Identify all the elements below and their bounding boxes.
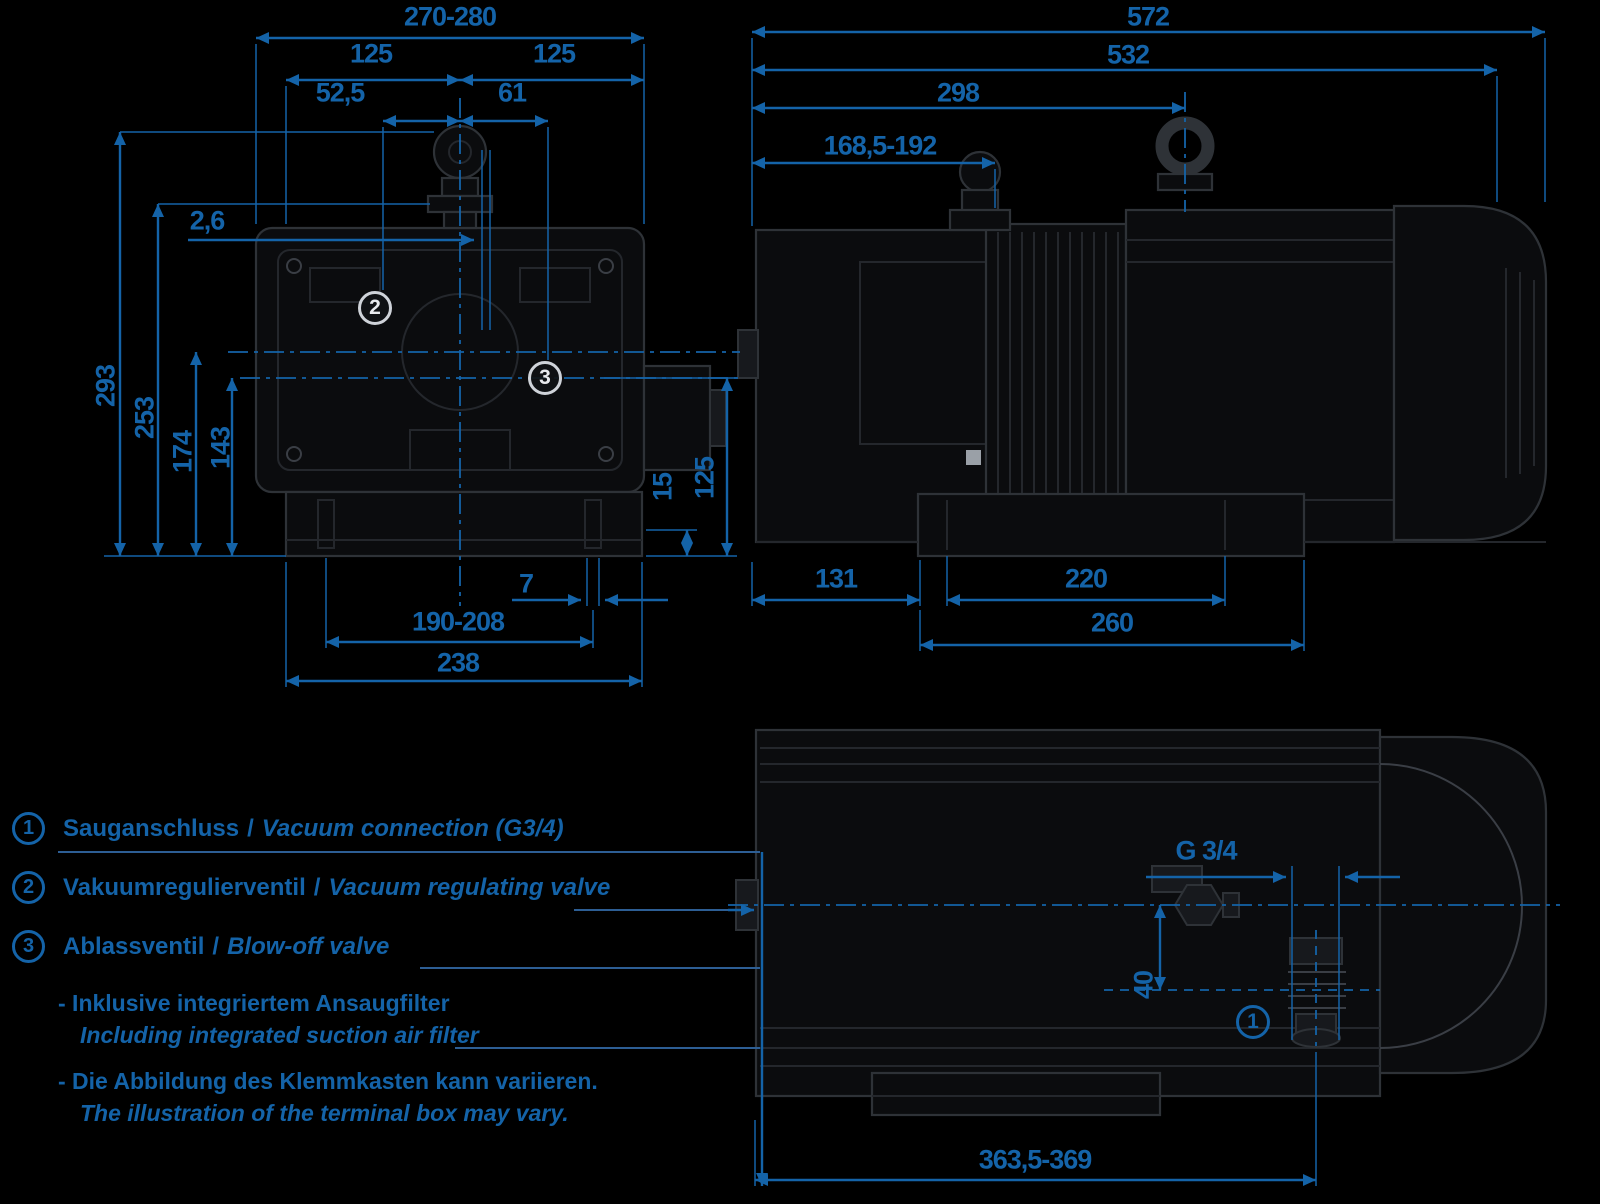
note-terminal-box-de: - Die Abbildung des Klemmkasten kann var… — [58, 1068, 598, 1094]
dim-side-valve-pos: 168,5-192 — [823, 130, 938, 161]
top-view-dimension-lines — [728, 866, 1560, 1186]
front-view — [254, 124, 727, 558]
legend-text-2: Vakuumregulierventil/Vacuum regulating v… — [63, 874, 610, 902]
callout-blow-off-valve: 3 — [528, 361, 562, 395]
dim-front-port-height: 143 — [205, 426, 236, 470]
legend-separator: / — [247, 814, 254, 842]
legend-text-3-en: Blow-off valve — [227, 932, 390, 960]
note-suction-filter-de: - Inklusive integriertem Ansaugfilter — [58, 990, 450, 1016]
dim-side-foot-holes: 220 — [1064, 563, 1108, 594]
side-view — [737, 116, 1548, 558]
top-view — [735, 728, 1548, 1117]
dim-front-foot-holes: 190-208 — [411, 606, 505, 637]
legend-text-1-de: Sauganschluss — [63, 814, 240, 842]
callout-vacuum-connection: 1 — [1236, 1005, 1270, 1039]
dim-front-port-axis-height: 125 — [689, 456, 720, 500]
dim-front-foot-slot: 7 — [518, 568, 534, 599]
legend-text-2-de: Vakuumregulierventil — [63, 873, 306, 901]
dim-front-foot-width: 238 — [436, 647, 480, 678]
legend-item-regulating-valve: 2 Vakuumregulierventil/Vacuum regulating… — [12, 871, 610, 904]
dim-front-valve-right: 61 — [497, 77, 527, 108]
dim-front-fine-offset: 2,6 — [189, 205, 226, 236]
legend-circle-1: 1 — [12, 812, 45, 845]
dim-front-total-height: 293 — [90, 364, 121, 408]
legend-circle-2: 2 — [12, 871, 45, 904]
dim-top-valve-axis-pos: 363,5-369 — [978, 1144, 1093, 1175]
note-suction-filter-en: Including integrated suction air filter — [80, 1022, 479, 1048]
legend-text-3-de: Ablassventil — [63, 932, 205, 960]
dim-side-body-length: 532 — [1106, 39, 1150, 70]
legend-item-vacuum-connection: 1 Sauganschluss/Vacuum connection (G3/4) — [12, 812, 564, 845]
legend-text-2-en: Vacuum regulating valve — [328, 873, 611, 901]
dim-front-half-left: 125 — [349, 38, 393, 69]
legend-circle-3: 3 — [12, 930, 45, 963]
dim-side-foot-length: 260 — [1090, 607, 1134, 638]
legend-item-blow-off-valve: 3 Ablassventil/Blow-off valve — [12, 930, 389, 963]
legend-leader-lines — [58, 851, 768, 1186]
legend-separator: / — [212, 932, 220, 960]
dim-side-total-length: 572 — [1126, 1, 1170, 32]
side-view-dimension-lines — [751, 26, 1546, 651]
dim-front-half-right: 125 — [532, 38, 576, 69]
note-terminal-box-en: The illustration of the terminal box may… — [80, 1100, 569, 1126]
legend-text-1-en: Vacuum connection (G3/4) — [261, 814, 564, 842]
legend-text-1: Sauganschluss/Vacuum connection (G3/4) — [63, 815, 564, 843]
front-view-dimension-lines — [104, 32, 740, 687]
dim-front-valve-height: 253 — [129, 396, 160, 440]
dim-front-valve-left: 52,5 — [315, 77, 366, 108]
dim-front-total-width: 270-280 — [403, 1, 497, 32]
dim-top-port-axis-offset: 40 — [1128, 970, 1159, 1000]
callout-regulating-valve: 2 — [358, 291, 392, 325]
dim-side-foot-offset: 131 — [814, 563, 858, 594]
dim-side-eyebolt-pos: 298 — [936, 77, 980, 108]
legend-text-3: Ablassventil/Blow-off valve — [63, 933, 389, 961]
dim-front-foot-step: 15 — [647, 472, 678, 502]
legend-separator: / — [313, 873, 321, 901]
dim-top-port-thread: G 3/4 — [1175, 835, 1237, 866]
dim-front-center-height: 174 — [167, 430, 198, 474]
